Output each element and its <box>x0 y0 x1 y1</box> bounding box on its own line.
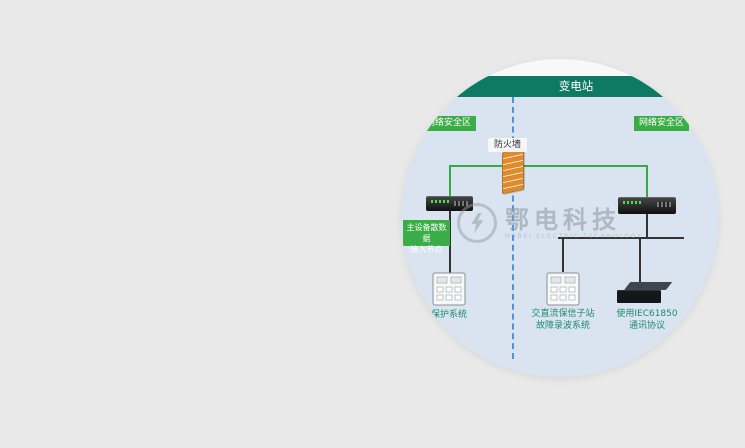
firewall-icon <box>502 147 524 195</box>
relay-device-left-icon <box>432 272 466 306</box>
connection-line-right-vertical <box>646 214 648 238</box>
connection-line-left-vertical <box>449 211 451 273</box>
switch-leds-icon <box>431 200 451 203</box>
firewall-label: 防火墙 <box>488 138 528 152</box>
label-fault-recording: 交直流保信子站 故障录波系统 <box>528 308 598 332</box>
switch-ports-icon <box>454 201 468 206</box>
connection-line-mid-drop <box>562 239 564 272</box>
substation-header-band: 变电站 <box>401 76 719 97</box>
data-access-node-box: 主设备散数据 接入节点 <box>403 220 450 254</box>
circle-top-area <box>401 59 719 76</box>
gateway-front-face <box>617 290 661 303</box>
zone-divider-dashed-line <box>512 97 514 359</box>
relay-device-middle-icon <box>546 272 580 306</box>
label-mid-line2: 故障录波系统 <box>535 321 590 331</box>
connection-line-gateway-drop <box>639 239 641 282</box>
substation-title: 变电站 <box>558 79 594 93</box>
zone-label-right: 网络安全区 <box>634 116 690 131</box>
label-protection-system: 保护系统 <box>431 310 468 320</box>
diagram-circle: 变电站 网络安全区 网络安全区 防火墙 主设备散数据 接入节点 <box>401 59 719 377</box>
label-right-line1: 使用IEC61850 <box>616 309 678 319</box>
label-right-line2: 通讯协议 <box>628 321 665 331</box>
node-box-line2: 接入节点 <box>410 245 443 254</box>
gateway-device-icon <box>617 282 673 306</box>
network-switch-left-icon <box>426 196 473 211</box>
zone-label-left: 网络安全区 <box>421 116 477 131</box>
gateway-top-face <box>624 282 673 290</box>
green-drop-right <box>646 165 648 197</box>
switch-leds-icon <box>623 201 643 204</box>
green-bus-line <box>449 165 648 167</box>
network-switch-right-icon <box>618 197 676 214</box>
green-drop-left <box>449 165 451 196</box>
label-mid-line1: 交直流保信子站 <box>531 309 595 319</box>
node-box-line1: 主设备散数据 <box>406 223 447 243</box>
connection-line-right-horizontal <box>558 237 684 239</box>
switch-ports-icon <box>657 202 671 207</box>
label-iec61850: 使用IEC61850 通讯协议 <box>605 308 689 332</box>
